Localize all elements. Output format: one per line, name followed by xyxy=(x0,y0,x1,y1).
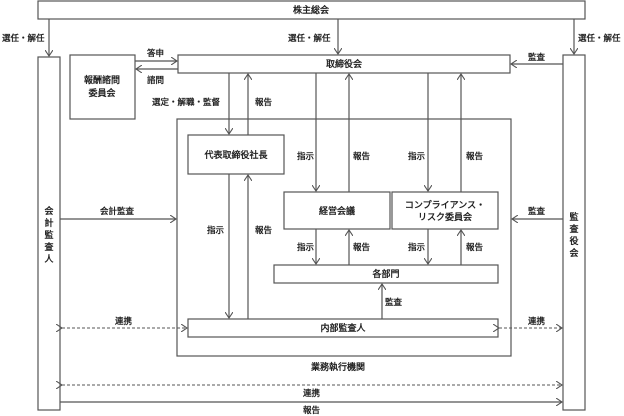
ceo-instruct-label: 指示 xyxy=(207,225,225,236)
mm-instruct-label: 指示 xyxy=(297,242,315,253)
svg-text:会: 会 xyxy=(44,205,54,217)
departments-label: 各部門 xyxy=(371,268,399,280)
audit-label-board: 監査 xyxy=(528,52,546,63)
ceo-report-up-label: 報告 xyxy=(255,225,273,236)
ceo-box xyxy=(187,134,285,175)
management-meeting-label: 経営会議 xyxy=(319,205,355,217)
consult-label: 諮問 xyxy=(147,75,164,86)
accounting-audit-label: 会計監査 xyxy=(99,206,135,217)
compliance-committee-box xyxy=(391,191,499,230)
svg-text:人: 人 xyxy=(43,253,54,265)
audit-label-exec: 監査 xyxy=(528,206,546,217)
internal-audit-label: 監査 xyxy=(385,297,403,308)
audit-board-box xyxy=(562,54,586,411)
compensation-committee-label-2: 委員会 xyxy=(87,87,116,99)
compensation-committee-label-1: 報酬諮問 xyxy=(84,74,120,86)
ceo-label: 代表取締役社長 xyxy=(203,149,268,161)
compliance-committee-label-2: リスク委員会 xyxy=(418,211,473,223)
svg-text:査: 査 xyxy=(43,241,54,253)
svg-text:役: 役 xyxy=(568,235,579,247)
board-instruct-cc-label: 指示 xyxy=(408,151,426,162)
cc-instruct-label: 指示 xyxy=(408,242,426,253)
accounting-auditor-label: 会 計 監 査 人 xyxy=(43,205,54,265)
compliance-committee-label-1: コンプライアンス・ xyxy=(405,199,485,211)
cc-report-board-label: 報告 xyxy=(466,151,484,162)
board-instruct-mm-label: 指示 xyxy=(297,151,315,162)
mm-report-board-label: 報告 xyxy=(353,151,371,162)
shareholders-box xyxy=(37,0,586,20)
coop-label-bottom: 連携 xyxy=(303,388,321,399)
coop-label-right: 連携 xyxy=(528,316,546,327)
board-label: 取締役会 xyxy=(326,58,363,70)
board-box xyxy=(177,54,511,74)
management-meeting-box xyxy=(283,191,391,230)
svg-text:査: 査 xyxy=(568,223,579,235)
accounting-auditor-box xyxy=(37,56,61,411)
shareholders-label: 株主総会 xyxy=(293,4,330,16)
svg-text:会: 会 xyxy=(569,247,579,259)
appoint-label: 選定・解職・監督 xyxy=(152,97,221,108)
report-label-committee: 答申 xyxy=(146,48,164,59)
compensation-committee-box xyxy=(69,54,136,120)
elect-label-left: 選任・解任 xyxy=(2,33,45,44)
departments-box xyxy=(273,264,499,284)
elect-label-center: 選任・解任 xyxy=(288,33,331,44)
report-label-bottom: 報告 xyxy=(303,405,321,416)
internal-auditor-label: 内部監査人 xyxy=(320,322,366,334)
elect-label-right: 選任・解任 xyxy=(578,33,621,44)
mm-report-label: 報告 xyxy=(353,242,371,253)
ceo-report-label: 報告 xyxy=(255,97,273,108)
svg-text:監: 監 xyxy=(44,229,53,241)
svg-text:計: 計 xyxy=(44,217,53,229)
audit-board-label: 監 査 役 会 xyxy=(568,211,579,259)
coop-label-left: 連携 xyxy=(115,316,133,327)
svg-text:監: 監 xyxy=(569,211,578,223)
cc-report-label: 報告 xyxy=(466,242,484,253)
execution-body-label: 業務執行機関 xyxy=(310,361,365,373)
